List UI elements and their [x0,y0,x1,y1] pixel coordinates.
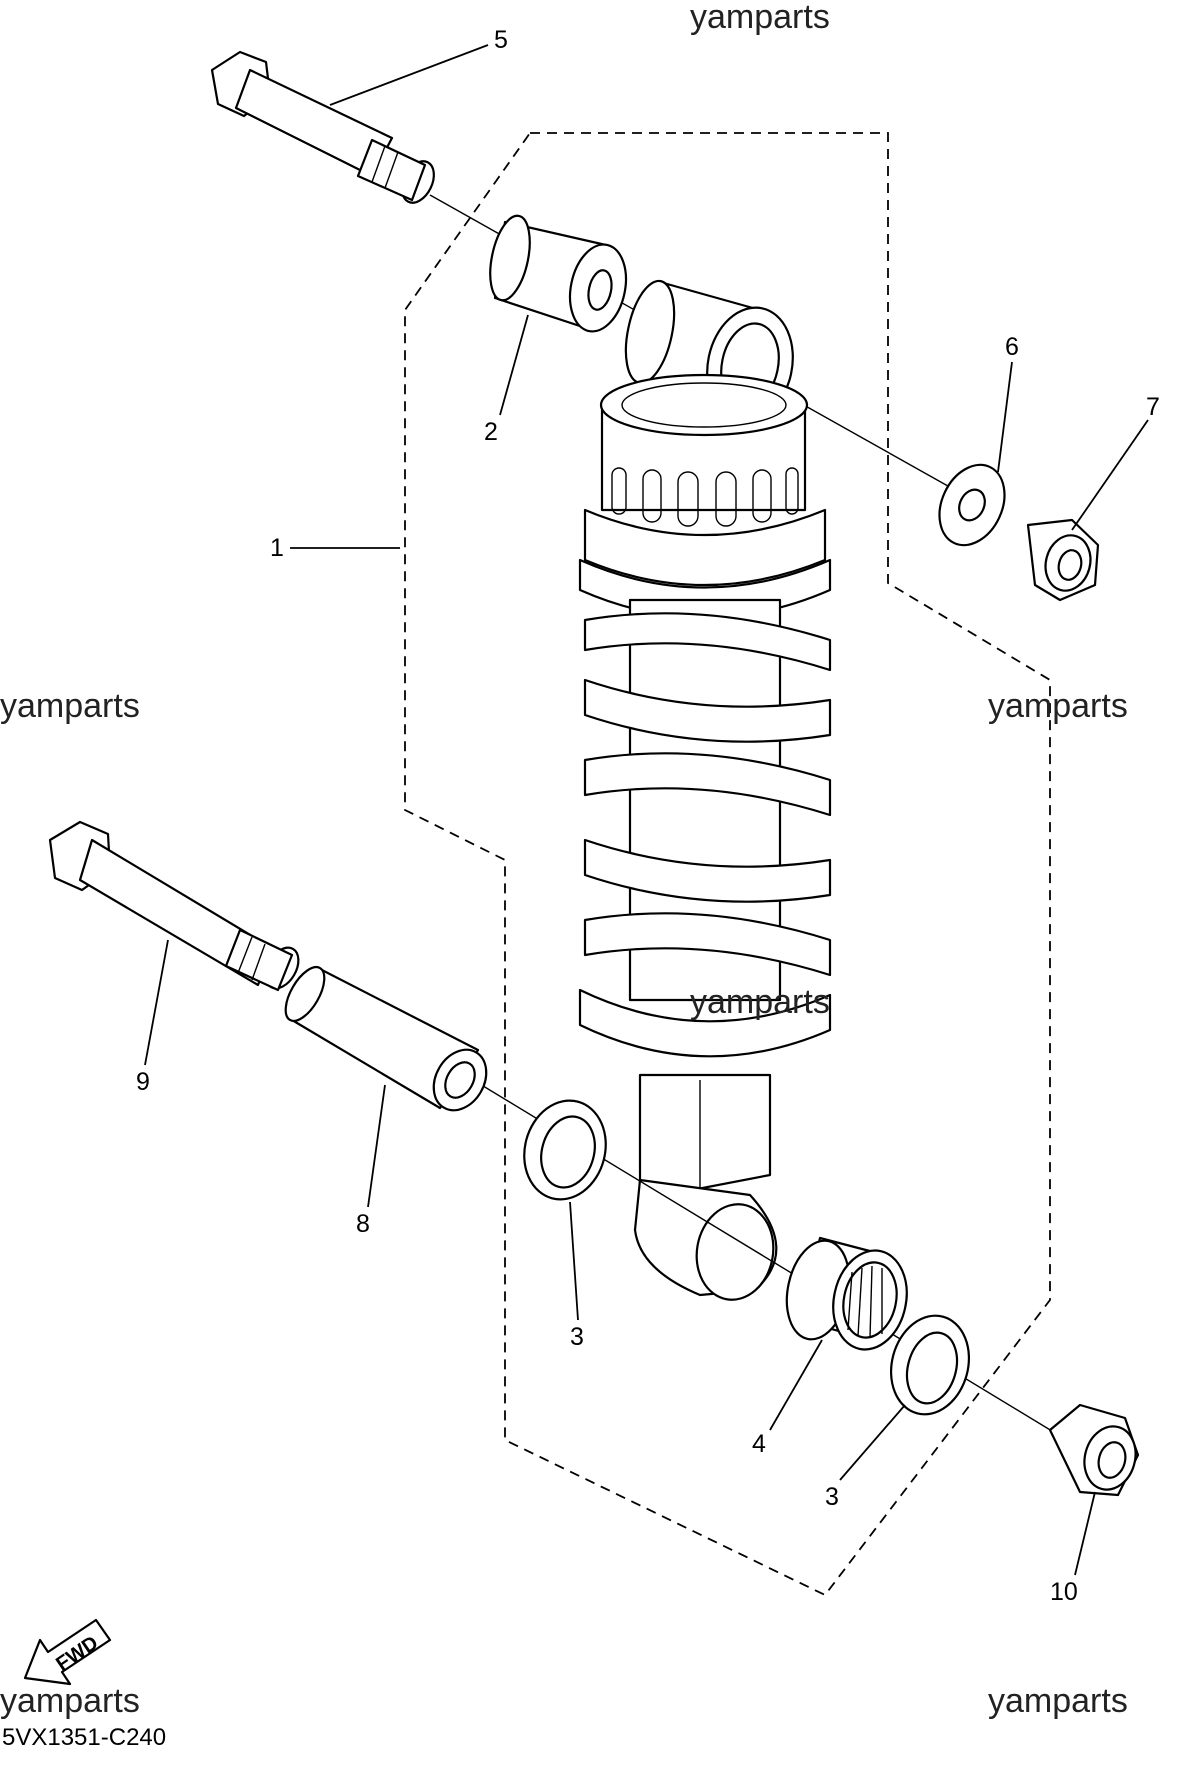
callout-9: 9 [136,1068,150,1096]
assembly-outline [404,132,1051,1597]
callout-5: 5 [494,26,508,54]
oil-seal-left [523,1099,607,1201]
shock-lower-eye [633,1073,778,1301]
lower-bolt [48,820,300,992]
callout-2: 2 [484,418,498,446]
watermark: yamparts [690,983,830,1021]
watermark: yamparts [690,0,830,36]
drawing-code: 5VX1351-C240 [2,1724,166,1751]
upper-nut [1026,518,1100,602]
oil-seal-right [889,1314,971,1416]
callout-4: 4 [752,1430,766,1458]
callout-10: 10 [1050,1578,1078,1606]
bearing [785,1236,908,1351]
callout-6: 6 [1005,333,1019,361]
callout-3-left: 3 [570,1323,584,1351]
spring-seat-cage [578,373,832,619]
upper-bushing [489,214,628,333]
upper-bolt [210,50,435,204]
lower-nut [1048,1403,1140,1497]
washer [938,463,1006,547]
callout-7: 7 [1146,393,1160,421]
watermark: yamparts [0,1682,140,1720]
leader-lines [144,44,1149,1576]
coil-spring [578,612,832,1058]
callout-1: 1 [270,534,284,562]
collar [284,965,488,1112]
callout-3-right: 3 [825,1483,839,1511]
watermark: yamparts [988,687,1128,725]
forward-arrow-icon: FWD [23,1618,112,1686]
watermark: yamparts [0,687,140,725]
callout-8: 8 [356,1210,370,1238]
watermark: yamparts [988,1682,1128,1720]
